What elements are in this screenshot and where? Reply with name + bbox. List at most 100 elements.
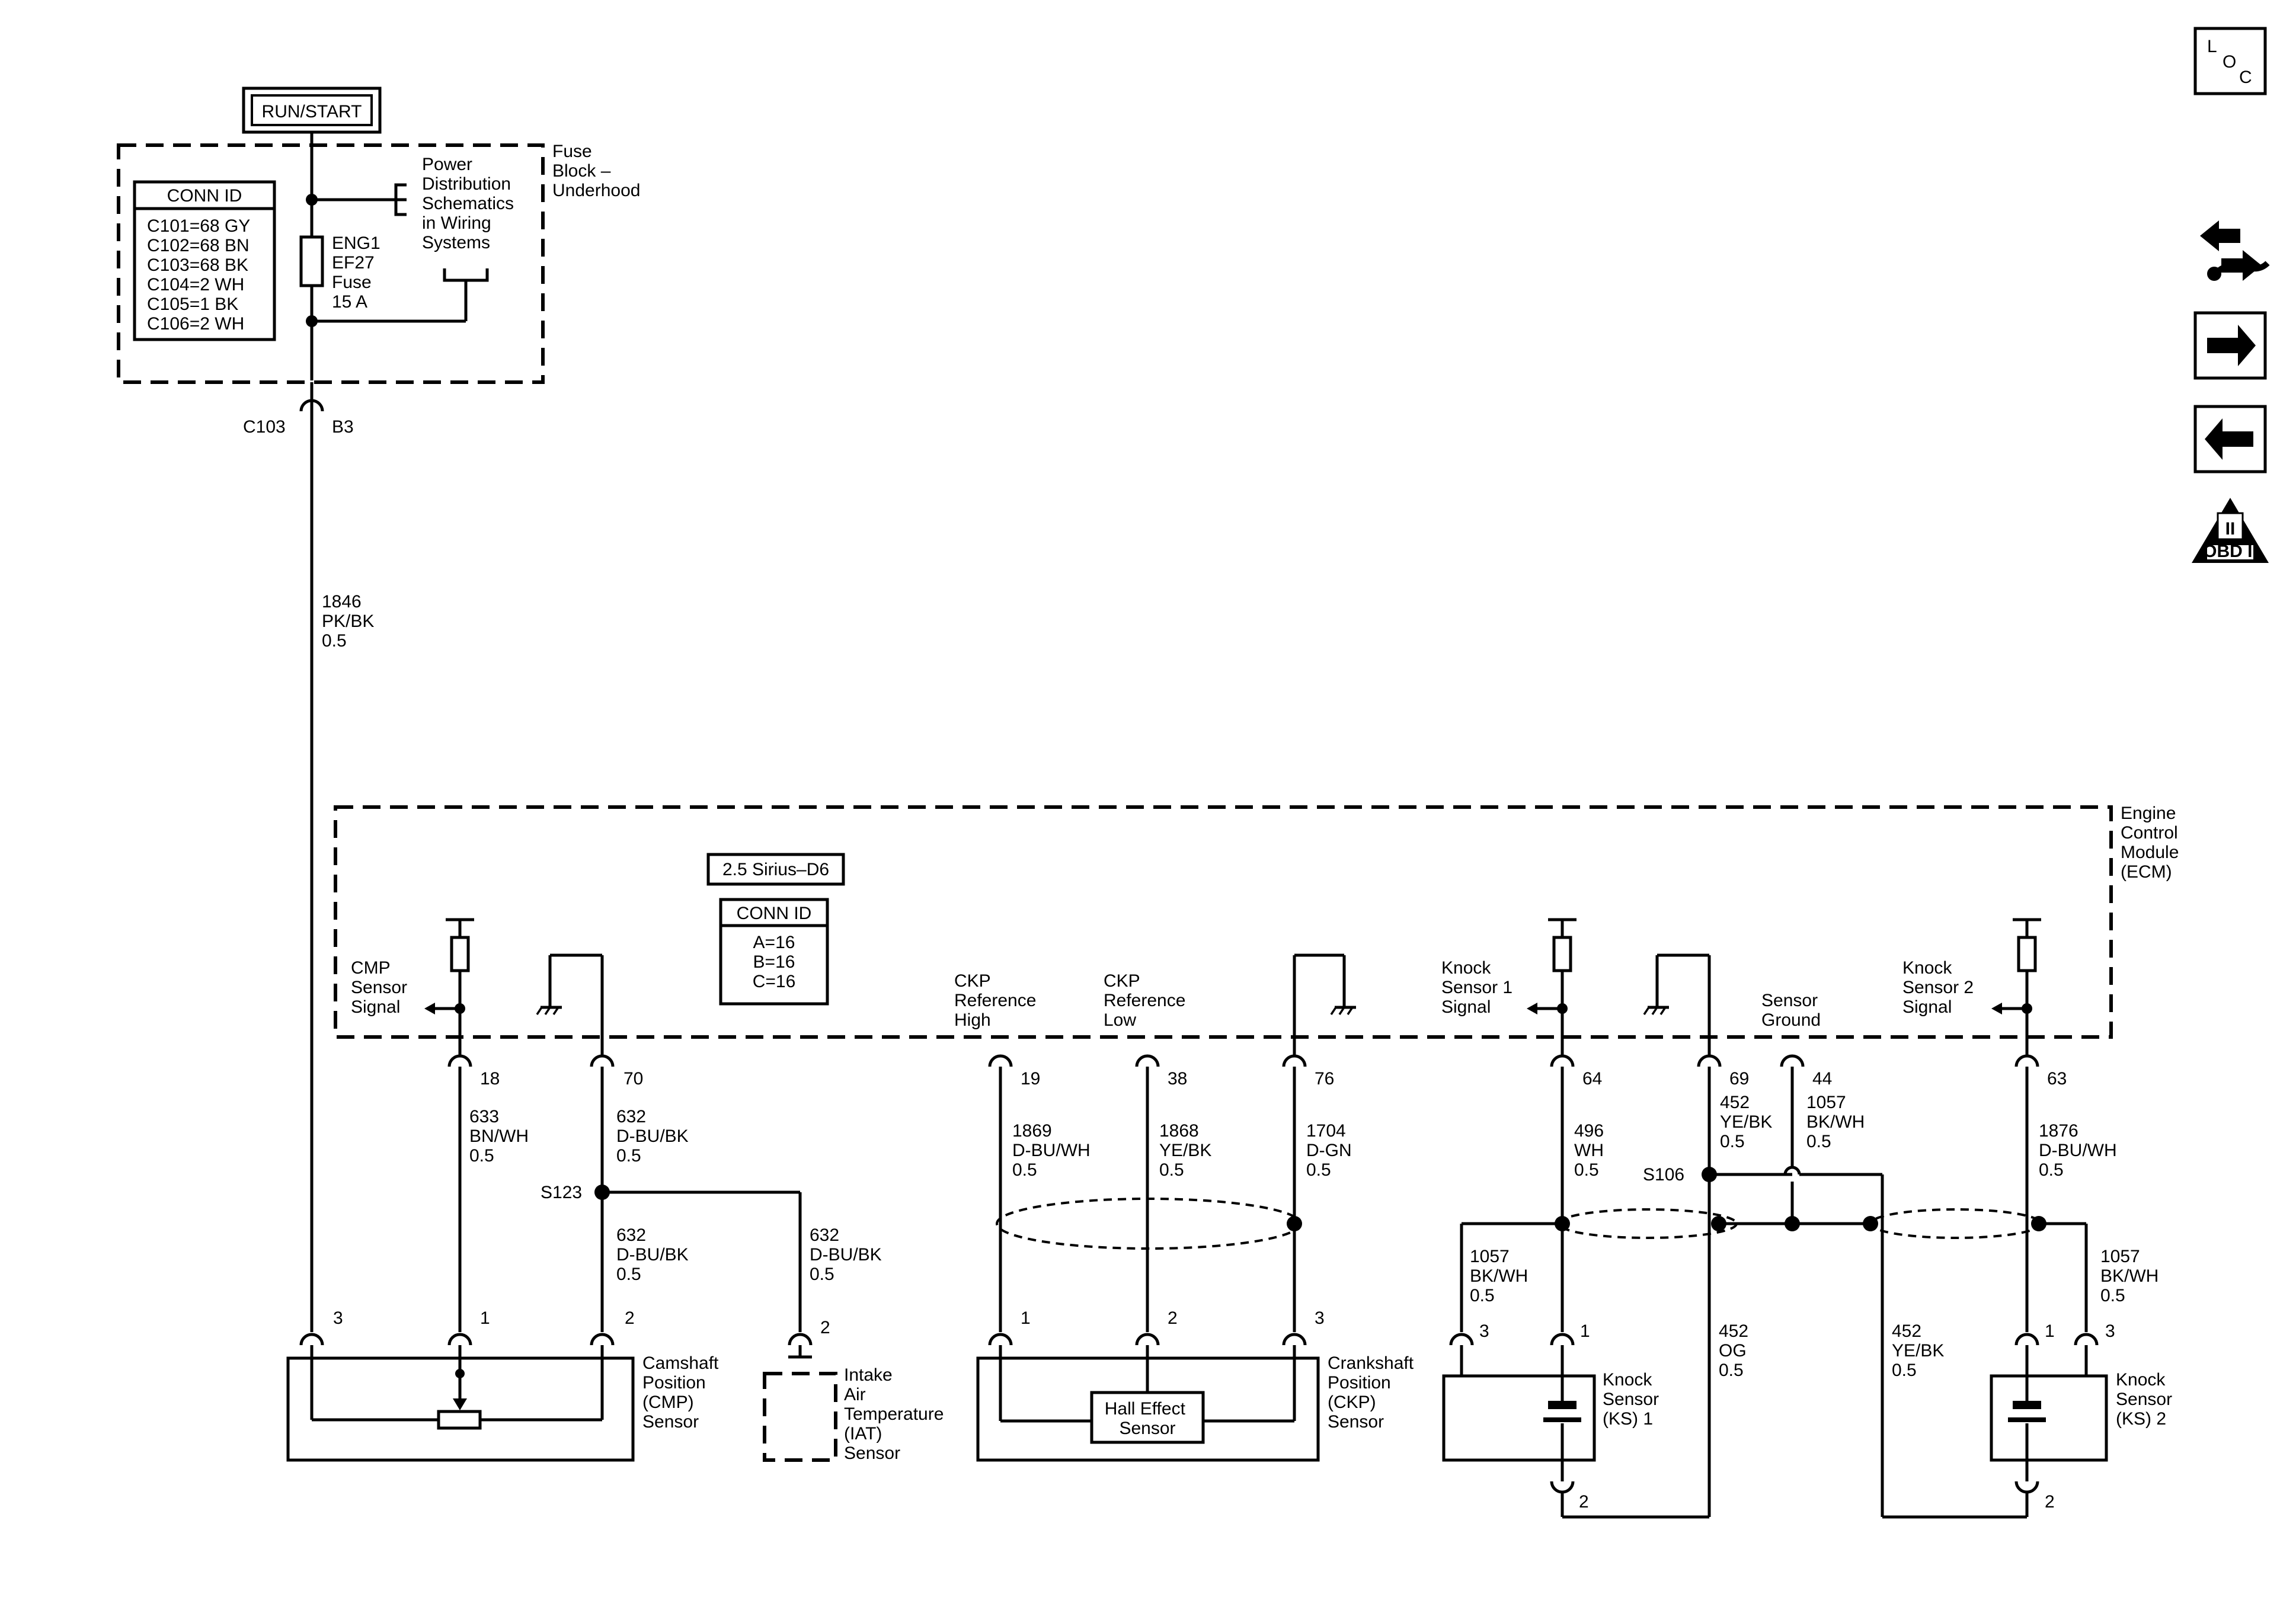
ckp-pin-1-label: 1 [1021, 1308, 1031, 1328]
fuse-block-label: Fuse Block – Underhood [552, 142, 640, 200]
ecm-ground-pin-76 [1293, 953, 1356, 1056]
svg-text:2.5 Sirius–D6: 2.5 Sirius–D6 [722, 860, 829, 879]
pin-70-label: 70 [623, 1069, 643, 1089]
knock-sensor-2-body [1990, 1333, 2108, 1503]
component-locator-icon[interactable]: L O C [2193, 27, 2267, 95]
ckp-pin-3-label: 3 [1315, 1308, 1325, 1328]
pin-76-label: 76 [1315, 1069, 1334, 1089]
ks1-pin-2-label: 2 [1579, 1492, 1589, 1512]
svg-text:A=16: A=16 [753, 933, 795, 952]
cmp-sensor-label: Camshaft Position (CMP) Sensor [642, 1353, 724, 1432]
pin-69-label: 69 [1729, 1069, 1749, 1089]
wire-1868-label: 1868 YE/BK 0.5 [1159, 1121, 1217, 1180]
wire-496-label: 496 WH 0.5 [1574, 1121, 1609, 1180]
wire-632-label-c: 632 D-BU/BK 0.5 [810, 1225, 887, 1284]
wire-1057-label-b: 1057 BK/WH 0.5 [1470, 1247, 1533, 1305]
svg-text:C102=68 BN: C102=68 BN [147, 236, 250, 255]
wire-1846-label: 1846 PK/BK 0.5 [322, 592, 379, 651]
fuse-ef27-label: ENG1 EF27 Fuse 15 A [332, 233, 385, 312]
svg-text:OBD II: OBD II [2203, 542, 2257, 561]
cmp-pin-2-label: 2 [625, 1308, 635, 1328]
svg-text:C106=2 WH: C106=2 WH [147, 314, 244, 334]
ks2-pin-2-label: 2 [2045, 1492, 2055, 1512]
ks2-pin-1-label: 1 [2045, 1321, 2055, 1341]
svg-text:C=16: C=16 [753, 972, 796, 991]
knock-sensor-2-signal-label: Knock Sensor 2 Signal [1902, 958, 1978, 1017]
cmp-wiring [458, 1067, 802, 1332]
ecm-ks2-signal-circuit [1991, 918, 2041, 1056]
ckp-reference-high-label: CKP Reference High [954, 971, 1041, 1030]
ckp-sensor-label: Crankshaft Position (CKP) Sensor [1328, 1353, 1418, 1432]
connector-end-view-icon[interactable] [2200, 220, 2270, 281]
fuse-ef27-symbol [299, 235, 324, 287]
pin-64-label: 64 [1582, 1069, 1602, 1089]
svg-text:B=16: B=16 [753, 952, 795, 972]
cmp-pin-1-label: 1 [480, 1308, 490, 1328]
ckp-pin-2-label: 2 [1168, 1308, 1178, 1328]
ecm-variant-label: 2.5 Sirius–D6 [706, 853, 845, 886]
ckp-sensor-body [976, 1345, 1320, 1462]
wire-632-label-b: 632 D-BU/BK 0.5 [616, 1225, 693, 1284]
knock-sensor-1-signal-label: Knock Sensor 1 Signal [1441, 958, 1517, 1017]
connector-pin-b3-label: B3 [332, 417, 354, 437]
splice-s106-label: S106 [1643, 1165, 1684, 1185]
ckp-sensor-pins [988, 1333, 1307, 1346]
ecm-ground-pin-70 [536, 953, 604, 1056]
iat-pin-2-label: 2 [820, 1318, 830, 1337]
conn-id-table-fuse-block: CONN ID C101=68 GY C102=68 BN C103=68 BK… [133, 180, 276, 341]
svg-text:C: C [2239, 68, 2252, 87]
svg-text:CONN ID: CONN ID [737, 904, 812, 923]
knock-sensor-2-label: Knock Sensor (KS) 2 [2116, 1370, 2177, 1429]
knock-sensor-wiring [1460, 1067, 2088, 1519]
connector-c103-label: C103 [243, 417, 286, 437]
svg-text:C103=68 BK: C103=68 BK [147, 255, 248, 275]
wire-452-label-a: 452 YE/BK 0.5 [1720, 1093, 1777, 1151]
iat-sensor-label: Intake Air Temperature (IAT) Sensor [844, 1365, 949, 1463]
fuse-block-outline [117, 143, 545, 384]
svg-text:L: L [2207, 37, 2217, 56]
previous-page-arrow-icon[interactable] [2193, 405, 2267, 473]
ecm-label: Engine Control Module (ECM) [2121, 804, 2184, 882]
svg-text:O: O [2223, 52, 2236, 72]
wire-633-label: 633 BN/WH 0.5 [469, 1107, 533, 1166]
ckp-reference-low-label: CKP Reference Low [1104, 971, 1191, 1030]
knock-sensor-1-body [1442, 1333, 1596, 1503]
cmp-pin-3-label: 3 [333, 1308, 343, 1328]
iat-sensor-body [763, 1333, 837, 1462]
hall-effect-sensor-label: Hall Effect Sensor [1105, 1399, 1191, 1438]
sensor-ground-label: Sensor Ground [1761, 991, 1822, 1030]
ecm-cmp-signal-circuit [424, 918, 474, 1056]
wire-1057-label-c: 1057 BK/WH 0.5 [2100, 1247, 2164, 1305]
wire-1869-label: 1869 D-BU/WH 0.5 [1012, 1121, 1095, 1180]
knock-sensor-1-label: Knock Sensor (KS) 1 [1603, 1370, 1664, 1429]
svg-text:C104=2 WH: C104=2 WH [147, 275, 244, 295]
cmp-sensor-signal-label: CMP Sensor Signal [351, 958, 412, 1017]
svg-text:C101=68 GY: C101=68 GY [147, 216, 250, 236]
wire-452-label-b: 452 YE/BK 0.5 [1892, 1321, 1949, 1380]
cmp-sensor-body [286, 1345, 635, 1462]
ecm-ks1-signal-circuit [1527, 918, 1576, 1056]
ecm-pin-connectors [447, 1054, 2039, 1067]
ecm-outline [334, 805, 2113, 1039]
svg-text:C105=1 BK: C105=1 BK [147, 295, 238, 314]
pin-38-label: 38 [1168, 1069, 1187, 1089]
ks2-pin-3-label: 3 [2105, 1321, 2115, 1341]
power-distribution-reference: Power Distribution Schematics in Wiring … [422, 155, 519, 252]
ks1-pin-3-label: 3 [1479, 1321, 1489, 1341]
wire-452-og-label: 452 OG 0.5 [1719, 1321, 1753, 1380]
wire-632-label-a: 632 D-BU/BK 0.5 [616, 1107, 693, 1166]
wire-1057-label-a: 1057 BK/WH 0.5 [1806, 1093, 1870, 1151]
cmp-sensor-pins [299, 1333, 615, 1346]
svg-text:CONN ID: CONN ID [167, 186, 242, 206]
obd-ii-icon[interactable]: II OBD II [2192, 498, 2269, 563]
ks1-pin-1-label: 1 [1580, 1321, 1590, 1341]
wire-1876-label: 1876 D-BU/WH 0.5 [2039, 1121, 2122, 1180]
svg-text:RUN/START: RUN/START [262, 102, 362, 121]
wire-1704-label: 1704 D-GN 0.5 [1306, 1121, 1357, 1180]
splice-s123-label: S123 [541, 1183, 582, 1202]
next-page-arrow-icon[interactable] [2193, 311, 2267, 380]
ckp-wiring [996, 1067, 1302, 1332]
run-start-label: RUN/START [242, 87, 382, 134]
conn-id-table-ecm: CONN ID A=16 B=16 C=16 [719, 898, 829, 1006]
